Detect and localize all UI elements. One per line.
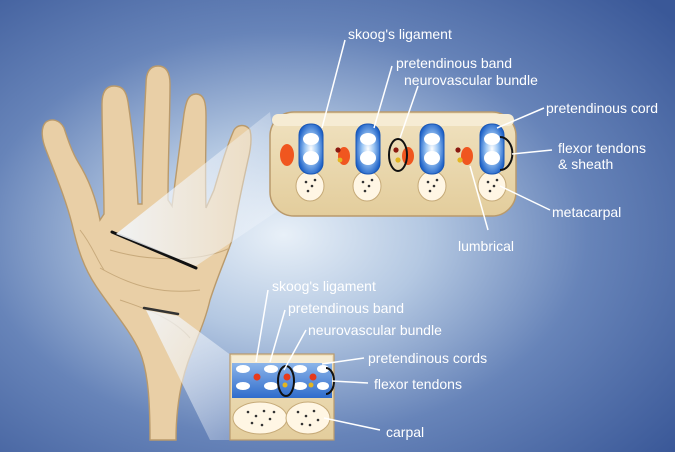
wrist-section-line <box>142 306 180 316</box>
carpal-bone <box>232 401 288 435</box>
label-neurovascular-bundle: neurovascular bundle <box>404 72 538 88</box>
label-wrist-neurovascular-bundle: neurovascular bundle <box>308 322 442 338</box>
label-flexor-tendons: flexor tendons <box>374 376 462 392</box>
label-flexor-tendons-sheath: flexor tendons & sheath <box>558 140 646 172</box>
flexor-tendon <box>298 123 324 175</box>
metacarpal-bone <box>352 170 382 202</box>
label-metacarpal: metacarpal <box>552 204 622 220</box>
palm-crease <box>99 267 201 292</box>
flexor-tendon <box>419 123 445 175</box>
label-pretendinous-band: pretendinous band <box>396 55 512 71</box>
lumbrical <box>461 147 473 165</box>
carpal-bones <box>232 401 331 435</box>
wrist-cross-section <box>229 353 335 441</box>
flexor-tendons <box>298 123 505 175</box>
label-carpal: carpal <box>386 424 425 440</box>
flexor-tendon <box>479 123 505 175</box>
finger-leader-lines <box>321 39 553 231</box>
wrist-band-top <box>232 356 332 363</box>
metacarpal-bones <box>295 170 507 202</box>
label-wrist-skoogs-ligament: skoog's ligament <box>272 278 376 294</box>
finger-section-beam <box>116 112 282 266</box>
label-wrist-pretendinous-band: pretendinous band <box>288 300 404 316</box>
thumb-crease <box>79 229 105 271</box>
label-pretendinous-cord: pretendinous cord <box>546 100 659 116</box>
finger-section-top <box>272 114 514 126</box>
lumbrical <box>402 147 414 165</box>
label-lumbrical: lumbrical <box>458 238 515 254</box>
metacarpal-bone <box>477 170 507 202</box>
metacarpal-bone <box>295 170 325 202</box>
label-pretendinous-cords: pretendinous cords <box>368 350 488 366</box>
lumbrical <box>280 144 294 166</box>
wrist-nerves <box>253 373 317 388</box>
metacarpal-bone <box>417 170 447 202</box>
finger-section-body <box>269 111 517 217</box>
neurovascular-bundle-highlight <box>388 138 408 172</box>
carpal-bone <box>285 401 331 435</box>
neurovascular-bundles <box>335 147 463 163</box>
wrist-leader-lines <box>255 289 381 431</box>
flexor-tendon <box>355 123 381 175</box>
wrist-section-beam <box>146 310 232 440</box>
label-skoogs-ligament: skoog's ligament <box>348 26 452 42</box>
wrist-tendons <box>236 365 329 390</box>
finger-cross-section <box>269 111 517 217</box>
